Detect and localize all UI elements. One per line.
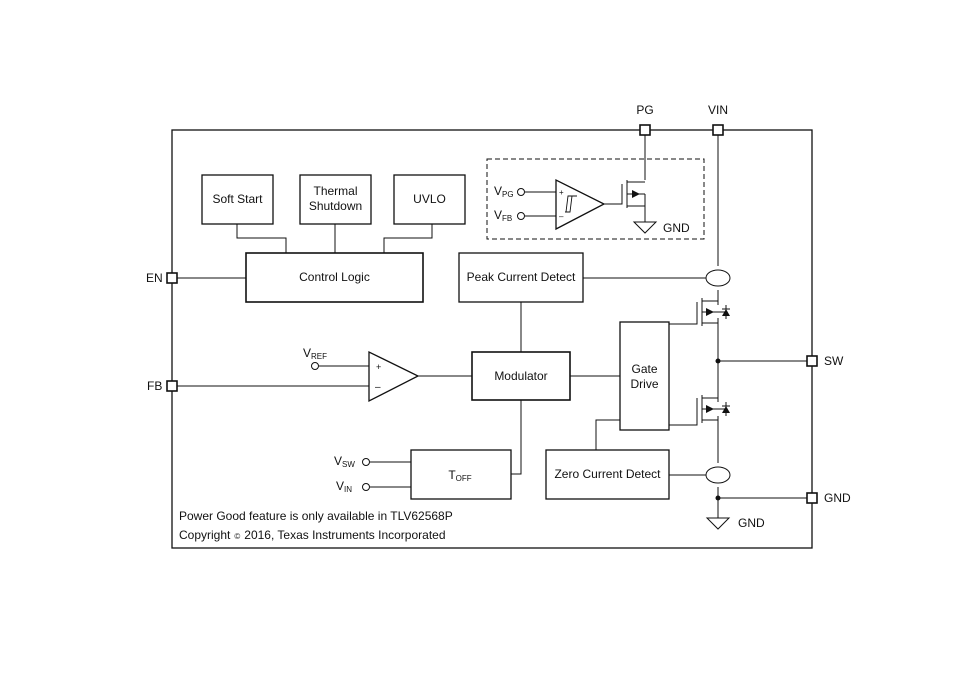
peak-current-sense [705,269,731,287]
modulator-label: Modulator [494,369,547,383]
gate-drive-label-1: Gate [631,362,657,376]
vpg-terminal [517,188,525,196]
pin-pg [639,124,651,136]
pg-nmos-icon [621,180,646,212]
pin-gnd [806,492,818,504]
pin-sw-label: SW [824,354,844,368]
pin-fb [166,380,178,392]
thermal-shutdown-label-2: Shutdown [309,199,362,213]
vin-terminal [362,483,370,491]
zero-current-detect-label: Zero Current Detect [554,467,661,481]
toff-label: TOFF [448,468,471,483]
vref-terminal [311,362,319,370]
pin-gnd-label: GND [824,491,851,505]
soft-start-label: Soft Start [212,192,263,206]
peak-current-detect-block [458,252,584,303]
control-logic-block [245,252,424,303]
high-side-mosfet-icon [696,290,730,326]
copyright-note: Copyright©2016, Texas Instruments Incorp… [179,528,446,542]
vsw-label: VSW [334,454,355,469]
modulator-block [471,351,571,401]
pin-sw [806,355,818,367]
pg-gnd-label: GND [663,221,690,235]
pin-en [166,272,178,284]
zero-current-detect-block [545,449,670,500]
uvlo-label: UVLO [413,192,446,206]
hysteresis-icon [565,195,577,213]
pg-comparator-minus: – [559,212,564,221]
gnd-node-dot [715,495,721,501]
error-amplifier [368,350,420,403]
uvlo-block [393,174,466,225]
wires [176,135,807,518]
control-logic-label: Control Logic [299,270,370,284]
pin-vin-label: VIN [708,103,728,117]
vref-label: VREF [303,346,327,361]
soft-start-block [201,174,274,225]
pg-ground-icon [632,221,658,234]
vfb-label: VFB [494,208,512,223]
pin-vin [712,124,724,136]
peak-current-detect-label: Peak Current Detect [467,270,576,284]
power-good-note: Power Good feature is only available in … [179,509,453,523]
thermal-shutdown-label-1: Thermal [313,184,357,198]
error-amp-minus: – [375,382,381,393]
vpg-label: VPG [494,184,514,199]
low-side-mosfet-icon [696,395,730,423]
toff-block [410,449,512,500]
gate-drive-label-2: Drive [630,377,658,391]
error-amp-plus: + [376,362,381,372]
pg-comparator [555,178,606,231]
bottom-gnd-label: GND [738,516,765,530]
vin-signal-label: VIN [336,479,352,494]
power-good-region [486,158,705,240]
pin-en-label: EN [146,271,163,285]
chip-boundary [171,129,813,549]
pin-pg-label: PG [636,103,653,117]
pg-comparator-plus: + [559,188,564,197]
bottom-ground-icon [705,517,731,530]
pin-fb-label: FB [147,379,162,393]
vfb-terminal [517,212,525,220]
sw-node-dot [715,358,721,364]
gate-drive-block [619,321,670,431]
thermal-shutdown-block [299,174,372,225]
zero-current-sense [705,466,731,484]
vsw-terminal [362,458,370,466]
